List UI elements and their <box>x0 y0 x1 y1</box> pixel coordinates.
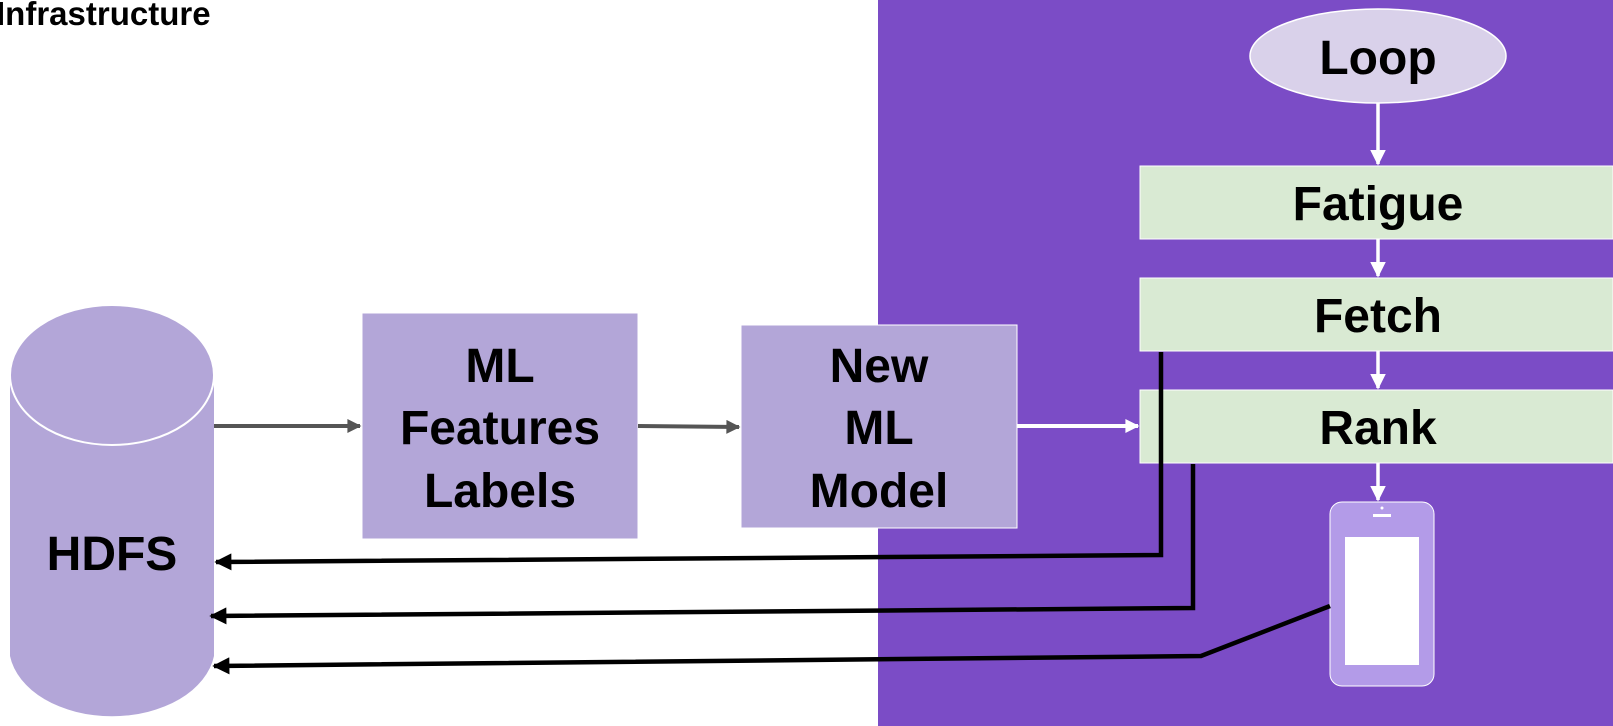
ml-features-labels-line-2: Features <box>400 402 600 455</box>
rank-box <box>1139 389 1613 464</box>
log-line-from-fetch <box>214 352 1164 571</box>
smartphone-icon <box>1329 501 1435 687</box>
arrow-features-to-model <box>637 419 741 434</box>
ml-features-labels-line-1: ML <box>465 340 534 393</box>
ml-features-labels-line-3: Labels <box>424 465 576 518</box>
rank-label: Rank <box>1319 402 1437 455</box>
new-ml-model-line-2: ML <box>844 402 913 455</box>
new-ml-model-line-1: New <box>830 340 929 393</box>
phone-speaker <box>1373 514 1391 517</box>
ml-features-labels-box <box>361 312 639 540</box>
fetch-box <box>1139 277 1613 352</box>
hdfs-label: HDFS <box>47 528 178 581</box>
loop-label: Loop <box>1319 32 1436 85</box>
fatigue-label: Fatigue <box>1293 178 1464 231</box>
log-line-from-phone <box>212 603 1331 675</box>
new-ml-model-node: New ML Model <box>740 324 1018 529</box>
rank-node: Rank <box>1139 389 1613 464</box>
loop-node: Loop <box>1249 8 1507 104</box>
ml-features-labels-node: ML Features Labels <box>361 312 639 540</box>
fatigue-node: Fatigue <box>1139 165 1613 240</box>
diagram-title: Infrastructure <box>0 0 211 32</box>
cylinder-top <box>9 304 215 446</box>
fetch-node: Fetch <box>1139 277 1613 352</box>
fatigue-box <box>1139 165 1613 240</box>
new-ml-model-line-3: Model <box>810 465 949 518</box>
phone-camera <box>1380 506 1384 510</box>
cylinder-database-icon <box>10 375 214 717</box>
phone-screen <box>1345 537 1419 665</box>
log-line-from-rank <box>209 464 1196 625</box>
fetch-label: Fetch <box>1314 290 1442 343</box>
hdfs-database: HDFS <box>9 304 215 717</box>
